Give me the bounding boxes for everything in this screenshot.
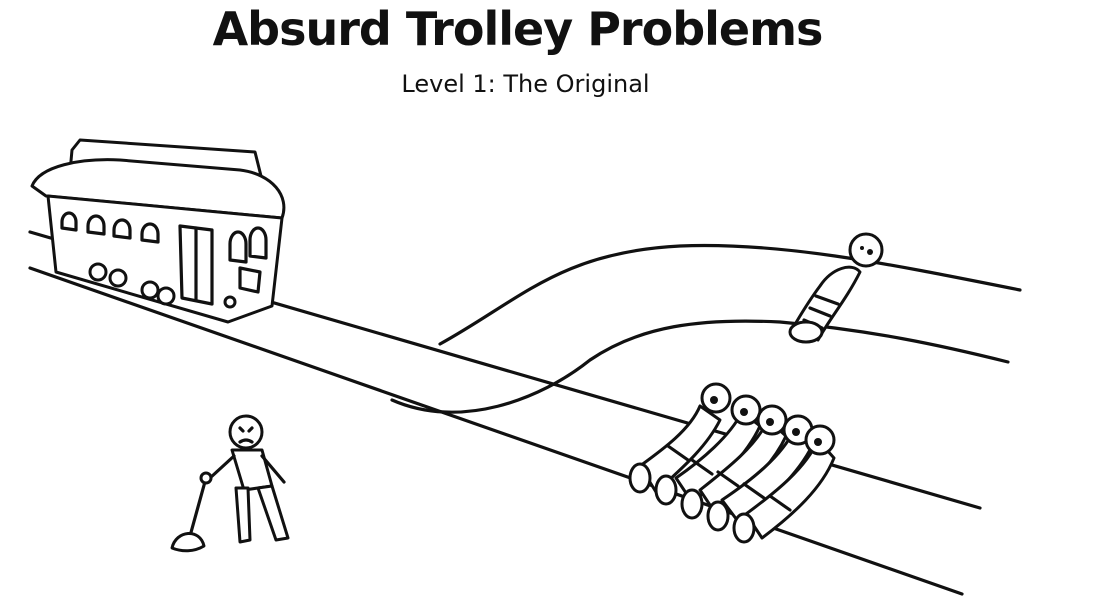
trolley bbox=[30, 138, 286, 324]
lever-operator bbox=[208, 414, 290, 544]
side-track-upper-rail bbox=[438, 243, 1022, 346]
main-track-lower-rail bbox=[28, 266, 964, 596]
main-track-people bbox=[628, 382, 836, 544]
side-track-person bbox=[788, 232, 884, 344]
side-track-lower-rail bbox=[390, 319, 1010, 414]
level-subtitle: Level 1: The Original bbox=[401, 70, 650, 98]
lever[interactable] bbox=[170, 471, 213, 553]
game-title: Absurd Trolley Problems bbox=[212, 2, 824, 56]
